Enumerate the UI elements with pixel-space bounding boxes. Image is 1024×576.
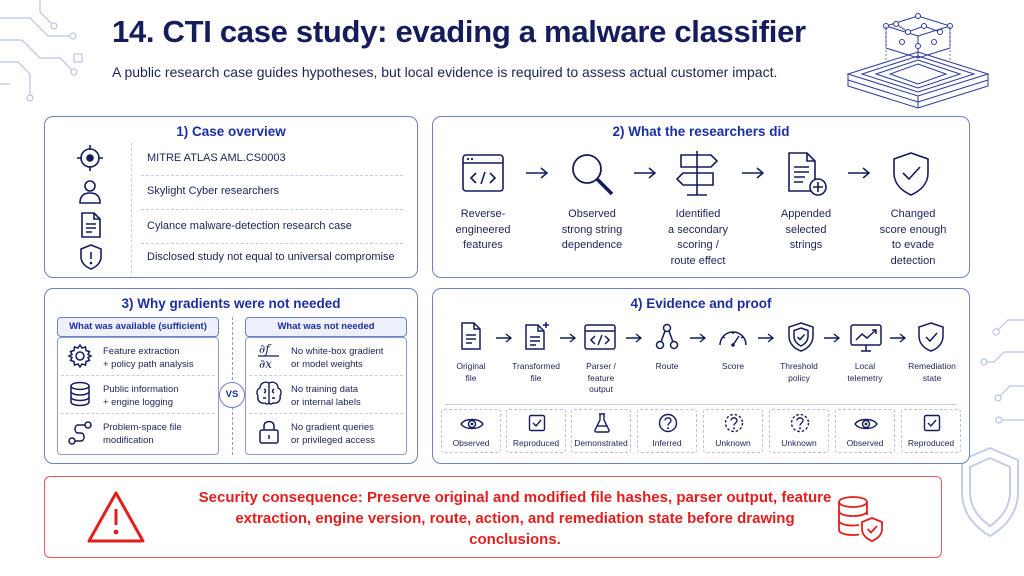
arrow-icon [689,333,707,343]
brain-icon [255,380,283,406]
not-needed-header: What was not needed [245,317,407,337]
status-badge: Observed [835,409,895,453]
target-icon [75,143,105,173]
file-sparkle-icon [523,321,551,351]
versus-badge: VS [219,382,245,408]
evidence-step-label: Threshold policy [780,361,818,383]
evidence-panel: 4) Evidence and proof Original file Tran… [432,288,970,464]
status-badge: Observed [441,409,501,453]
code-window-icon [583,323,617,351]
status-badge: Unknown [769,409,829,453]
page-title: 14. CTI case study: evading a malware cl… [112,14,806,49]
shield-alert-icon [78,243,104,271]
document-plus-icon [785,151,829,197]
arrow-icon [525,167,549,179]
circuit-decoration-right-icon [980,319,1024,424]
svg-text:∂f: ∂f [259,342,272,356]
page-subtitle: A public research case guides hypotheses… [112,64,778,80]
arrow-icon [889,333,907,343]
case-overview-item: MITRE ATLAS AML.CS0003 [147,152,286,164]
evidence-step-label: Transformed file [512,361,560,383]
signpost-icon [675,149,719,197]
dashed-question-icon [790,413,810,433]
not-needed-item: No training data or internal labels [291,384,361,408]
evidence-step-label: Parser / feature output [586,361,616,394]
evidence-step-label: Original file [456,361,486,383]
security-consequence-banner: Security consequence: Preserve original … [44,476,942,558]
arrow-icon [559,333,577,343]
shield-check-icon [787,321,815,353]
evidence-step-label: Local telemetry [847,361,883,383]
available-header: What was available (sufficient) [57,317,219,337]
researchers-steps-title: 2) What the researchers did [612,124,790,139]
route-icon [653,322,681,352]
arrow-icon [495,333,513,343]
evidence-step-label: Route [655,361,679,371]
arrow-icon [823,333,841,343]
status-badge: Unknown [703,409,763,453]
eye-icon [460,416,484,432]
gear-icon [67,343,93,369]
svg-text:∂x: ∂x [259,357,272,371]
not-needed-item: No gradient queries or privileged access [291,422,375,446]
case-overview-item: Disclosed study not equal to universal c… [147,251,395,263]
layered-stack-icon [846,13,990,109]
gradients-panel-title: 3) Why gradients were not needed [121,296,341,311]
person-icon [76,177,104,205]
case-overview-title: 1) Case overview [176,124,286,139]
magnifier-icon [569,151,615,197]
case-overview-item: Skylight Cyber researchers [147,185,280,197]
code-window-icon [461,153,505,193]
monitor-chart-icon [849,323,883,353]
case-overview-item: Cylance malware-detection research case [147,220,352,232]
checkbox-icon [923,414,941,432]
arrow-icon [741,167,765,179]
warning-icon [85,489,147,545]
available-item: Problem-space file modification [103,422,182,446]
researchers-steps-panel: 2) What the researchers did Reverse- eng… [432,116,970,278]
gradients-panel: 3) Why gradients were not needed What wa… [44,288,418,464]
available-item: Feature extraction + policy path analysi… [103,346,194,370]
status-badge: Inferred [637,409,697,453]
step-label: Identified a secondary scoring / route e… [668,208,728,267]
path-icon [67,419,93,447]
lock-icon [258,419,280,445]
circuit-decoration-icon [0,0,83,102]
security-consequence-text: Security consequence: Preserve original … [198,489,832,548]
arrow-icon [847,167,871,179]
arrow-icon [757,333,775,343]
evidence-step-label: Remediation state [908,361,956,383]
status-badge: Reproduced [506,409,566,453]
step-label: Observed strong string dependence [561,208,623,251]
case-overview-panel: 1) Case overview MITRE ATLAS AML.CS0003 … [44,116,418,278]
gradient-symbol-icon: ∂f∂x [255,341,283,371]
shield-check-icon [891,151,931,197]
file-icon [459,321,483,351]
flask-icon [593,413,611,433]
not-needed-item: No white-box gradient or model weights [291,346,384,370]
shield-check-icon [917,321,945,353]
question-icon [658,413,678,433]
step-label: Reverse- engineered features [455,208,511,251]
arrow-icon [625,333,643,343]
available-item: Public information + engine logging [103,384,179,408]
checkbox-icon [528,414,546,432]
arrow-icon [633,167,657,179]
evidence-step-label: Score [721,361,745,371]
document-icon [79,211,103,239]
dashed-question-icon [724,413,744,433]
status-badge: Reproduced [901,409,961,453]
step-label: Changed score enough to evade detection [879,208,947,267]
shield-watermark-icon [961,446,1019,538]
eye-icon [854,416,878,432]
database-icon [69,381,91,407]
step-label: Appended selected strings [780,208,832,251]
evidence-panel-title: 4) Evidence and proof [630,296,772,311]
gauge-icon [717,325,749,349]
status-badge: Demonstrated [571,409,631,453]
database-shield-icon [833,493,885,545]
